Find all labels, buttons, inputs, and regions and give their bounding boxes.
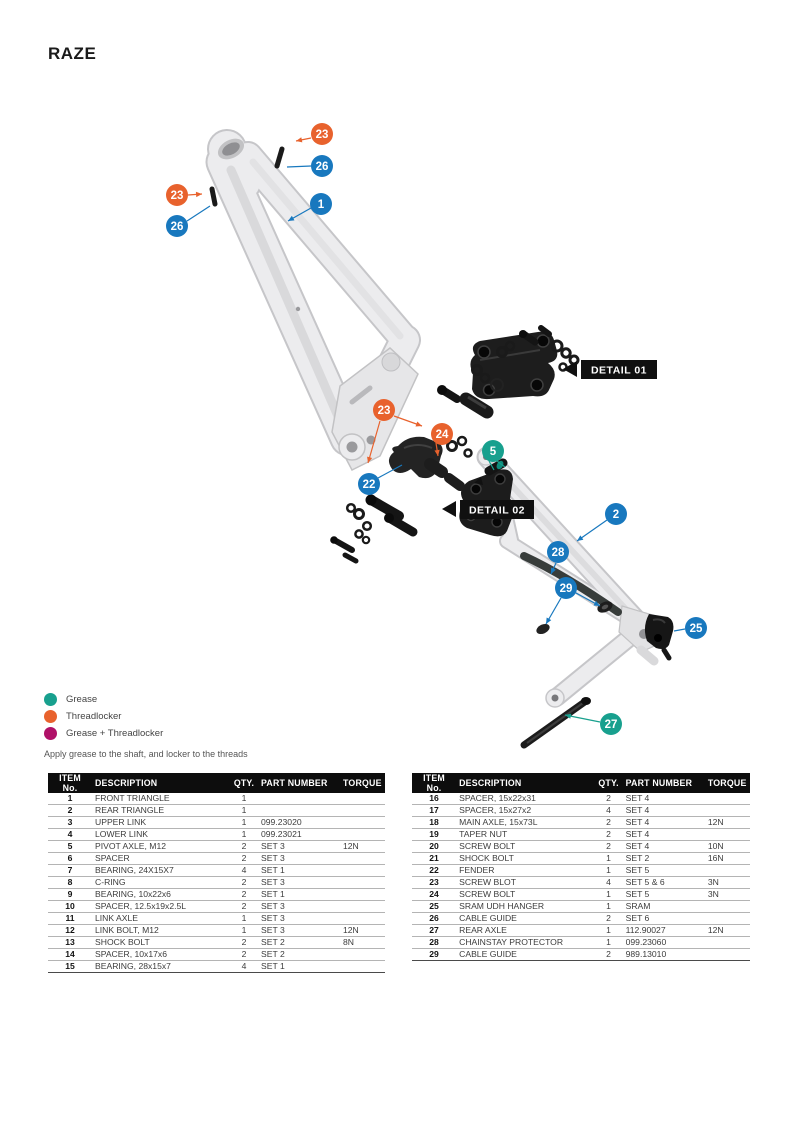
callout-28: 28 [547, 541, 569, 575]
callout-layer: 23 26 23 26 1 23 24 22 5 2 28 29 25 27 [166, 123, 707, 735]
svg-text:27: 27 [605, 719, 618, 731]
udh-hanger-part [644, 614, 674, 661]
svg-text:22: 22 [363, 479, 376, 491]
callout-1: 1 [287, 193, 332, 222]
svg-text:23: 23 [316, 129, 329, 141]
callout-27: 27 [564, 713, 622, 735]
svg-text:29: 29 [560, 583, 573, 595]
callout-5: 5 [482, 440, 506, 471]
callout-29: 29 [545, 577, 601, 625]
detail-02-flag: DETAIL 02 [442, 500, 534, 519]
callout-23: 23 [166, 184, 203, 206]
legend-item: Grease + Threadlocker [44, 725, 248, 742]
page-title: RAZE [48, 44, 97, 63]
legend-label: Grease + Threadlocker [66, 728, 164, 739]
column-header: QTY. [230, 773, 258, 793]
rear-axle-part [520, 697, 591, 749]
detail-01-flag: DETAIL 01 [563, 360, 657, 379]
legend-label: Threadlocker [66, 711, 122, 722]
callout-23: 23 [367, 399, 423, 464]
svg-text:2: 2 [613, 509, 619, 521]
detail-01-label: DETAIL 01 [591, 365, 647, 377]
front-triangle-illustration [205, 129, 421, 471]
legend-note: Apply grease to the shaft, and locker to… [44, 749, 248, 759]
legend-dot-icon [44, 727, 57, 740]
svg-text:26: 26 [316, 161, 329, 173]
column-header: QTY. [594, 773, 623, 793]
svg-text:25: 25 [690, 623, 703, 635]
callout-2: 2 [576, 503, 627, 542]
detail-02-label: DETAIL 02 [469, 505, 525, 517]
cable-guide-screw-parts [209, 146, 285, 207]
cable-guide-parts [536, 601, 613, 635]
callout-25: 25 [673, 617, 707, 639]
legend-label: Grease [66, 694, 98, 705]
svg-text:24: 24 [436, 429, 449, 441]
legend-item: Threadlocker [44, 708, 248, 725]
legend-dot-icon [44, 710, 57, 723]
svg-text:5: 5 [490, 446, 497, 458]
callout-23: 23 [295, 123, 333, 145]
callout-24: 24 [431, 423, 453, 457]
callout-22: 22 [358, 464, 403, 495]
upper-link-parts [437, 325, 580, 419]
callout-26: 26 [166, 205, 211, 237]
column-header: PART NUMBER [258, 773, 340, 793]
svg-text:28: 28 [552, 547, 565, 559]
svg-text:23: 23 [378, 405, 391, 417]
column-header: ITEM No. [412, 773, 457, 793]
callout-26: 26 [286, 155, 333, 177]
legend-dot-icon [44, 693, 57, 706]
column-header: DESCRIPTION [456, 773, 595, 793]
svg-text:1: 1 [318, 199, 325, 211]
svg-text:26: 26 [171, 221, 184, 233]
column-header: TORQUE [704, 773, 750, 793]
column-header: TORQUE [340, 773, 385, 793]
svg-text:23: 23 [171, 190, 184, 202]
column-header: PART NUMBER [622, 773, 705, 793]
legend-item: Grease [44, 691, 248, 708]
column-header: ITEM No. [48, 773, 92, 793]
column-header: DESCRIPTION [92, 773, 230, 793]
